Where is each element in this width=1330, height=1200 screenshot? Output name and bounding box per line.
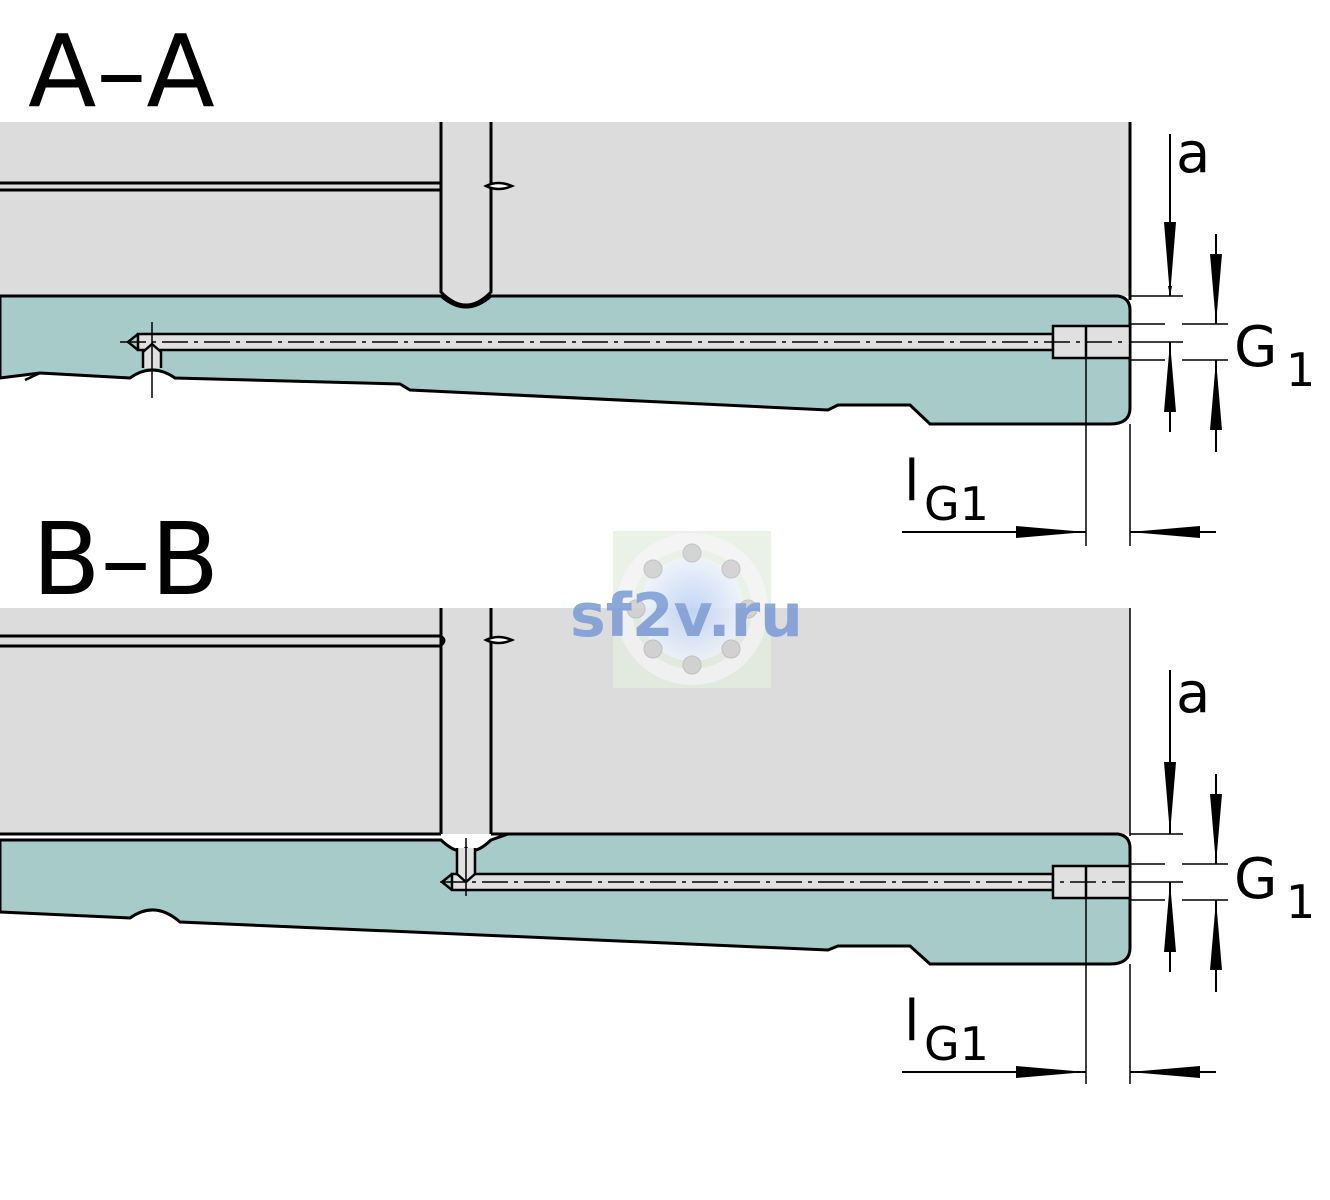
dimension-a-a: a: [1130, 121, 1210, 432]
dim-l-sub: G1: [924, 477, 989, 531]
watermark: sf2v.ru: [570, 531, 803, 688]
rail-b: [0, 832, 1132, 966]
dim-g-sub: 1: [1286, 875, 1315, 929]
dim-g-label: G: [1234, 847, 1277, 912]
dim-l-sub: G1: [924, 1017, 989, 1071]
section-a-title: A–A: [28, 13, 215, 130]
housing-a: [0, 122, 1130, 296]
dim-a-label: a: [1176, 661, 1210, 726]
dimension-g1-b: G 1: [1182, 774, 1315, 992]
dimension-g1-a: G 1: [1182, 234, 1315, 452]
dim-l-label: l: [904, 989, 920, 1054]
section-b: B–B a: [0, 501, 1315, 1084]
bearing-balls-icon: [626, 543, 758, 675]
dim-l-label: l: [904, 449, 920, 514]
dimension-lg1-b: l G1: [902, 898, 1216, 1084]
rail-a: [0, 294, 1132, 426]
section-b-title: B–B: [32, 501, 219, 618]
dimension-lg1-a: l G1: [902, 358, 1216, 546]
section-a: A–A a: [0, 13, 1315, 546]
dim-a-label: a: [1176, 121, 1210, 186]
dim-g-sub: 1: [1286, 343, 1315, 397]
dim-g-label: G: [1234, 315, 1277, 380]
watermark-text: sf2v.ru: [570, 581, 803, 651]
dimension-a-b: a: [1130, 661, 1210, 972]
housing-b: [0, 608, 1130, 834]
